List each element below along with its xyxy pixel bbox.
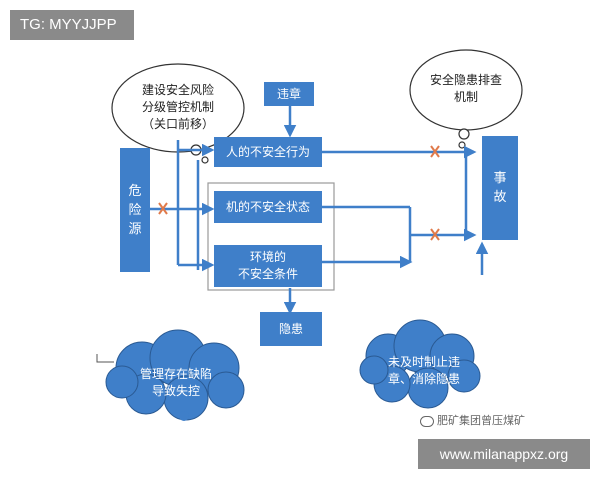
accident-box: 事故: [482, 136, 518, 240]
investigation-line2: 机制: [453, 90, 478, 104]
hazard-source-box: 危险源: [120, 148, 150, 272]
risk-control-line1: 建设安全风险: [141, 83, 214, 97]
wechat-icon: [420, 415, 434, 427]
risk-control-callout: 建设安全风险 分级管控机制 （关口前移）: [118, 82, 238, 133]
failure-to-stop-line1: 未及时制止违: [387, 355, 460, 369]
investigation-bubble: [409, 49, 523, 149]
investigation-callout: 安全隐患排查 机制: [416, 72, 516, 106]
failure-cloud: [359, 319, 481, 409]
risk-control-line3: （关口前移）: [141, 117, 214, 131]
violation-box: 违章: [264, 82, 314, 106]
failure-to-stop-callout: 未及时制止违 章、消除隐患: [372, 354, 476, 388]
hazard-source-label: 危险源: [128, 183, 142, 237]
management-defect-line2: 导致失控: [151, 384, 200, 398]
failure-to-stop-line2: 章、消除隐患: [387, 372, 460, 386]
unsafe-environment-line2: 不安全条件: [237, 267, 298, 281]
management-defect-callout: 管理存在缺陷 导致失控: [124, 366, 228, 400]
unsafe-environment-line1: 环境的: [249, 250, 286, 264]
hidden-danger-box: 隐患: [260, 312, 322, 346]
unsafe-environment-box: 环境的 不安全条件: [214, 245, 322, 287]
top-left-watermark: TG: MYYJJPP: [10, 10, 134, 40]
risk-control-line2: 分级管控机制: [141, 100, 214, 114]
unsafe-state-box: 机的不安全状态: [214, 191, 322, 223]
management-defect-line1: 管理存在缺陷: [139, 367, 212, 381]
bottom-right-watermark: www.milanappxz.org: [418, 439, 590, 469]
management-cloud: [105, 329, 245, 421]
connector-lines: [150, 105, 489, 315]
cloud-dot: [179, 411, 189, 421]
source-watermark: 肥矿集团曾压煤矿: [420, 412, 525, 428]
unsafe-behavior-box: 人的不安全行为: [214, 137, 322, 167]
block-markers: [158, 145, 440, 241]
highlight-frame: [207, 182, 335, 291]
investigation-line1: 安全隐患排查: [429, 73, 502, 87]
source-label: 肥矿集团曾压煤矿: [437, 414, 525, 427]
callout-bracket: [96, 354, 114, 363]
accident-label: 事故: [493, 171, 507, 205]
